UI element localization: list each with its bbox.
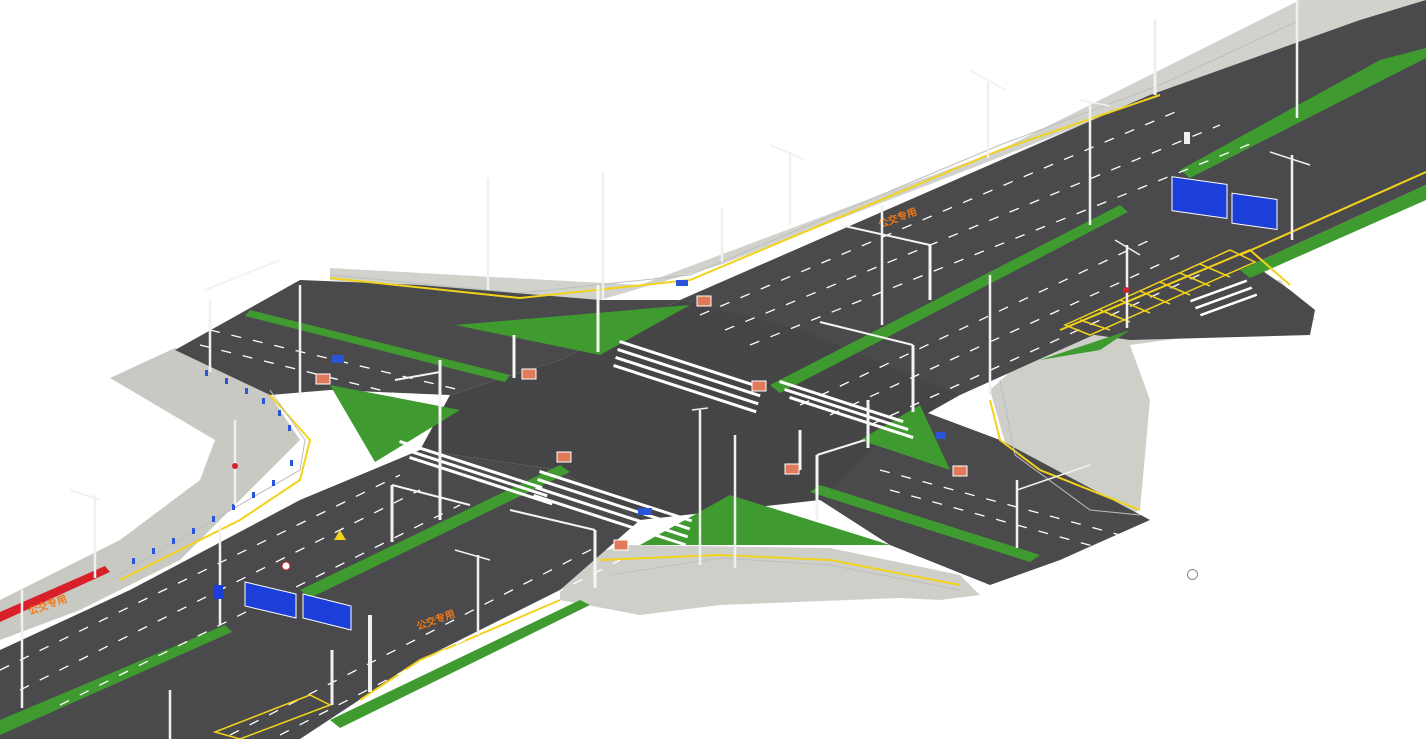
edge-lines (119, 94, 1426, 701)
median-far-east-south (1240, 185, 1426, 278)
median-southeast-strip (810, 485, 1040, 562)
warning-signs (232, 287, 1129, 571)
planter-barriers (315, 295, 968, 551)
median-southwest-inner (300, 465, 570, 598)
sidewalk-west-outer (0, 348, 300, 640)
orbit-cursor-icon[interactable] (1187, 569, 1198, 580)
island-south (640, 495, 890, 545)
street-lights (20, 0, 1299, 739)
guide-sign-icon (676, 280, 688, 286)
median-east-triangle (1040, 330, 1130, 360)
guide-sign-icon (638, 508, 652, 515)
medians (0, 48, 1426, 735)
street-light-arms (69, 69, 1311, 561)
median-far-northeast (1180, 48, 1426, 178)
guide-sign-icon (1153, 20, 1278, 231)
traffic-signals (390, 224, 932, 588)
median-south-right (330, 600, 590, 728)
crosswalk-east-slip (1190, 279, 1258, 317)
traffic-signal-pole-icon (839, 224, 932, 300)
island-west (330, 385, 460, 462)
guide-sign-icon (936, 432, 946, 439)
guide-sign-icon (332, 355, 344, 363)
guide-sign-icon (1184, 132, 1190, 144)
planter-barrier-icon (696, 295, 712, 307)
crosswalk-north (613, 340, 763, 414)
traffic-signal-pole-icon (509, 509, 597, 588)
crosswalk-south (533, 470, 693, 547)
traffic-signal-pole-icon (819, 321, 915, 412)
planter-barrier-icon (521, 368, 537, 380)
guide-sign-icon (244, 581, 372, 705)
island-north (455, 305, 690, 355)
traffic-signal-pole-icon (394, 360, 442, 520)
planter-barrier-icon (315, 373, 331, 385)
island-east (860, 405, 950, 470)
median-northeast (770, 205, 1128, 393)
traffic-signal-pole-icon (815, 439, 866, 520)
sidewalk-south-plaza (560, 545, 980, 615)
blue-bollards (132, 370, 293, 564)
planter-barrier-icon (751, 380, 767, 392)
planter-barrier-icon (613, 539, 629, 551)
bus-lane-west (0, 566, 110, 622)
planter-barrier-icon (784, 463, 800, 475)
planter-barrier-icon (556, 451, 572, 463)
yellow-box-marking (212, 249, 1257, 739)
arterial-northeast (680, 0, 1426, 395)
arterial-southwest (0, 450, 640, 739)
traffic-signal-pole-icon (390, 484, 471, 542)
junction-box (420, 300, 960, 520)
crosswalk-east (779, 380, 914, 440)
sidewalk-north-outer (330, 0, 1426, 300)
guide-sign-icon (214, 585, 223, 599)
planter-barrier-icon (952, 465, 968, 477)
median-southwest (0, 625, 232, 735)
median-northwest-strip (245, 310, 510, 382)
guide-signs (214, 20, 1278, 705)
